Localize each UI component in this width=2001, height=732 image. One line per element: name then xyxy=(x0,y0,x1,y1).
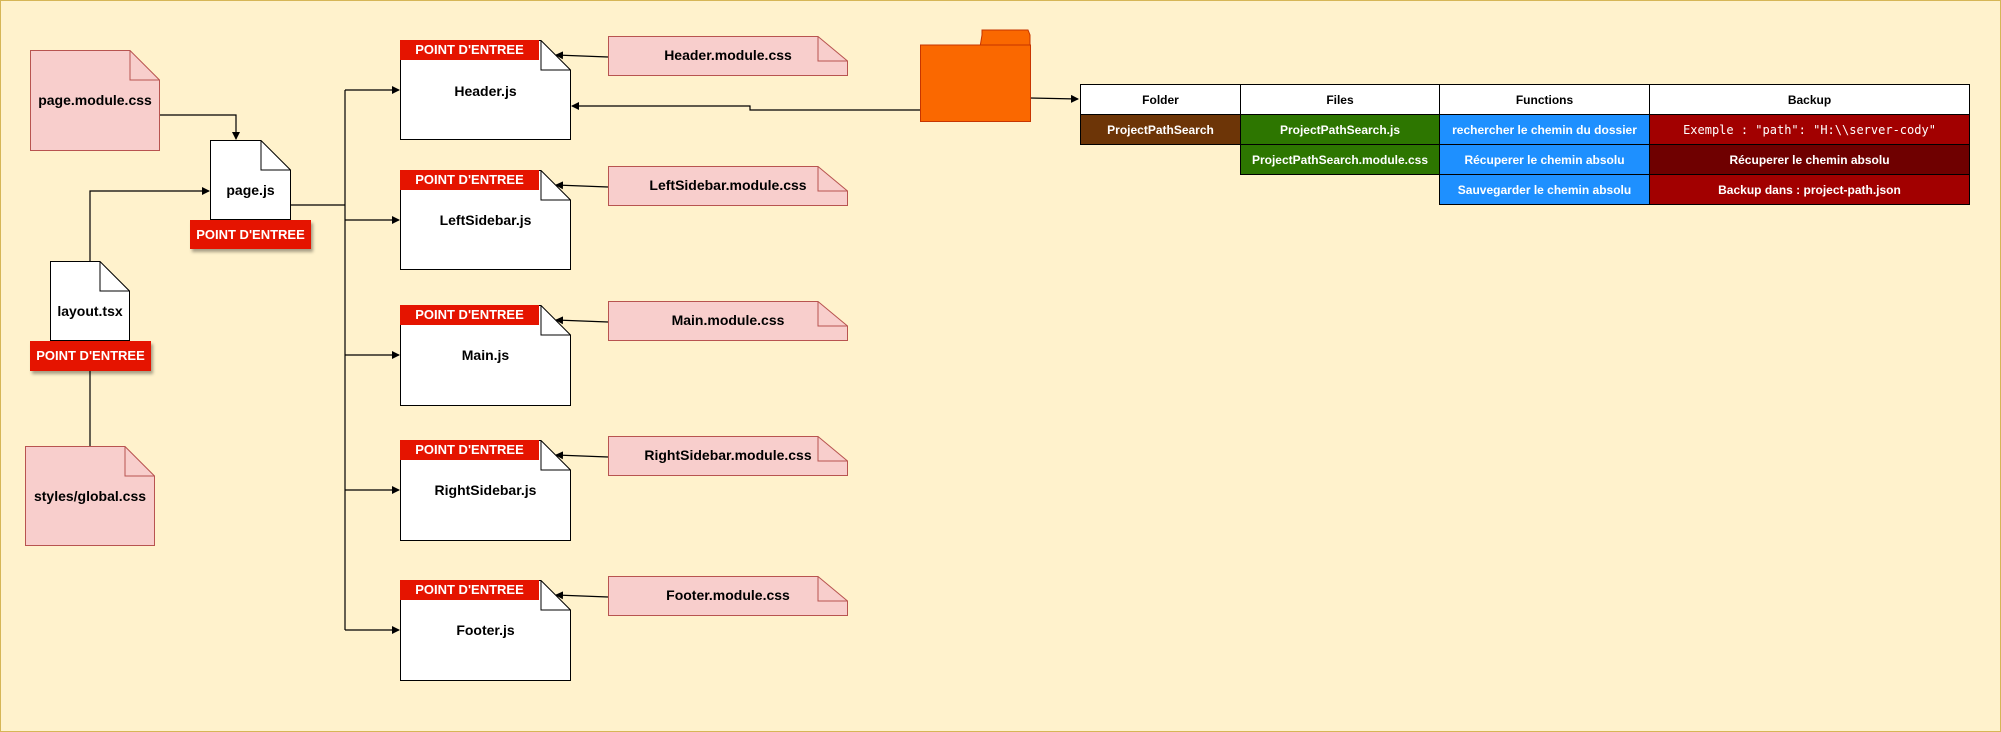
footer-css-label: Footer.module.css xyxy=(666,587,790,603)
leftsidebar-css-label: LeftSidebar.module.css xyxy=(649,177,807,193)
connector-folder-header xyxy=(571,102,920,111)
table-row: ProjectPathSearch.module.css Récuperer l… xyxy=(1081,144,1970,175)
cell-function-2: Récuperer le chemin absolu xyxy=(1439,144,1650,175)
connector-layout-page xyxy=(89,187,210,262)
cell-function-1: rechercher le chemin du dossier xyxy=(1439,114,1650,145)
table-row: Sauvegarder le chemin absolu Backup dans… xyxy=(1081,174,1970,205)
header-folder: Folder xyxy=(1080,84,1241,115)
connector-folder-table xyxy=(1029,94,1079,103)
entry-tag-main: POINT D'ENTREE xyxy=(400,305,539,325)
cell-empty xyxy=(1081,175,1241,205)
css-note-icon xyxy=(30,50,160,151)
header-functions: Functions xyxy=(1439,84,1650,115)
entry-tag-footer: POINT D'ENTREE xyxy=(400,580,539,600)
page-file-label: page.js xyxy=(226,182,275,198)
connector-leftsidebarcss xyxy=(555,181,609,190)
connector-maincss xyxy=(555,316,609,325)
header-component-label: Header.js xyxy=(454,83,517,99)
rightsidebar-component-label: RightSidebar.js xyxy=(434,482,537,498)
leftsidebar-component[interactable]: POINT D'ENTREE LeftSidebar.js xyxy=(400,170,571,270)
css-note-icon xyxy=(608,301,848,341)
footer-component-label: Footer.js xyxy=(456,622,515,638)
page-css-note[interactable]: page.module.css xyxy=(30,50,160,151)
main-component[interactable]: POINT D'ENTREE Main.js xyxy=(400,305,571,406)
css-note-icon xyxy=(608,166,848,206)
cell-backup-3: Backup dans : project-path.json xyxy=(1649,174,1970,205)
rightsidebar-css-label: RightSidebar.module.css xyxy=(644,447,812,463)
rightsidebar-css-note[interactable]: RightSidebar.module.css xyxy=(608,436,848,476)
main-css-label: Main.module.css xyxy=(671,312,785,328)
header-backup: Backup xyxy=(1649,84,1970,115)
page-css-label: page.module.css xyxy=(38,92,152,108)
connector-pagecss-page xyxy=(160,114,240,140)
cell-function-3: Sauvegarder le chemin absolu xyxy=(1439,174,1650,205)
entry-tag-layout: POINT D'ENTREE xyxy=(30,341,151,371)
page-file[interactable]: page.js xyxy=(210,140,291,220)
footer-component[interactable]: POINT D'ENTREE Footer.js xyxy=(400,580,571,681)
cell-empty xyxy=(1241,175,1440,205)
connector-footercss xyxy=(555,591,609,600)
table-row: ProjectPathSearch ProjectPathSearch.js r… xyxy=(1080,114,1970,145)
footer-css-note[interactable]: Footer.module.css xyxy=(608,576,848,616)
global-css-label: styles/global.css xyxy=(33,488,147,504)
connector-rightsidebarcss xyxy=(555,451,609,460)
document-icon xyxy=(50,261,130,341)
cell-file-css: ProjectPathSearch.module.css xyxy=(1240,144,1440,175)
header-component[interactable]: POINT D'ENTREE Header.js xyxy=(400,40,571,140)
header-files: Files xyxy=(1240,84,1440,115)
cell-backup-1: Exemple : "path": "H:\\server-cody" xyxy=(1649,114,1970,145)
info-table: Folder Files Functions Backup ProjectPat… xyxy=(1080,84,1970,205)
css-note-icon xyxy=(608,436,848,476)
cell-file-js: ProjectPathSearch.js xyxy=(1240,114,1440,145)
entry-tag-header: POINT D'ENTREE xyxy=(400,40,539,60)
rightsidebar-component[interactable]: POINT D'ENTREE RightSidebar.js xyxy=(400,440,571,541)
css-note-icon xyxy=(608,576,848,616)
header-css-note[interactable]: Header.module.css xyxy=(608,36,848,76)
leftsidebar-component-label: LeftSidebar.js xyxy=(439,212,532,228)
cell-folder: ProjectPathSearch xyxy=(1080,114,1241,145)
entry-tag-leftsidebar: POINT D'ENTREE xyxy=(400,170,539,190)
connector-headercss xyxy=(555,51,609,60)
table-header-row: Folder Files Functions Backup xyxy=(1080,84,1970,115)
main-css-note[interactable]: Main.module.css xyxy=(608,301,848,341)
entry-tag-rightsidebar: POINT D'ENTREE xyxy=(400,440,539,460)
global-css-note[interactable]: styles/global.css xyxy=(25,446,155,546)
header-css-label: Header.module.css xyxy=(664,47,792,63)
entry-tag-page: POINT D'ENTREE xyxy=(190,220,311,249)
folder-icon[interactable] xyxy=(920,29,1031,122)
main-component-label: Main.js xyxy=(461,347,510,363)
cell-backup-2: Récuperer le chemin absolu xyxy=(1649,144,1970,175)
document-icon xyxy=(210,140,291,220)
leftsidebar-css-note[interactable]: LeftSidebar.module.css xyxy=(608,166,848,206)
layout-file-label: layout.tsx xyxy=(57,303,123,319)
css-note-icon xyxy=(25,446,155,546)
layout-file[interactable]: layout.tsx xyxy=(50,261,130,341)
cell-empty xyxy=(1081,145,1241,175)
css-note-icon xyxy=(608,36,848,76)
